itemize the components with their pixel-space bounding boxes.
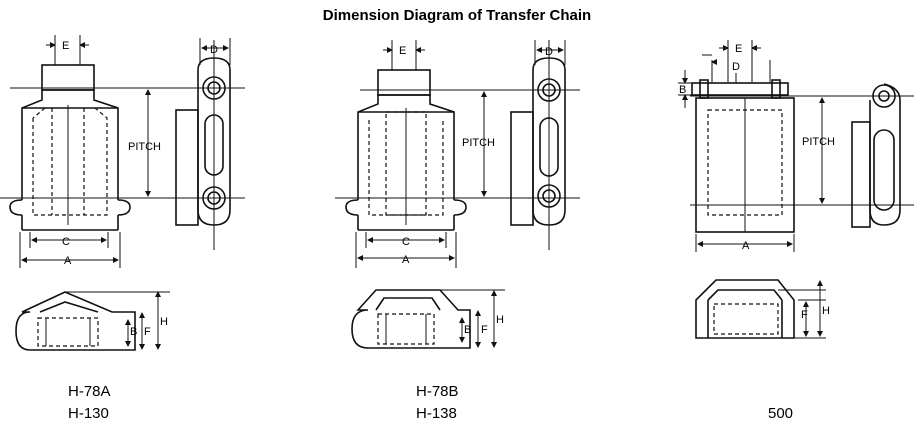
link-section-view: B F H — [15, 291, 170, 351]
dimension-d: D — [199, 38, 231, 65]
pitch-reference-lines — [0, 40, 245, 250]
link-front-view — [345, 69, 467, 231]
dimension-c: C — [29, 232, 109, 248]
svg-text:E: E — [735, 43, 742, 55]
dimension-c: C — [365, 232, 447, 248]
pitch-label: PITCH — [462, 137, 495, 149]
link-section-view: F H — [695, 279, 830, 339]
svg-text:A: A — [64, 255, 72, 267]
svg-text:H: H — [822, 305, 830, 317]
svg-text:H: H — [160, 316, 168, 328]
chain-group-500: E D B PITCH A — [678, 40, 914, 422]
caption-h78b: H-78B — [416, 383, 459, 400]
svg-text:A: A — [402, 254, 410, 266]
svg-text:D: D — [545, 46, 553, 58]
link-side-view — [510, 57, 566, 226]
dimension-d: D — [732, 61, 740, 83]
dimension-e: E — [719, 40, 761, 82]
svg-text:B: B — [464, 324, 471, 336]
link-section-view: B F H — [351, 289, 505, 349]
svg-text:B: B — [679, 84, 686, 96]
diagram-title: Dimension Diagram of Transfer Chain — [323, 7, 591, 24]
pitch-label: PITCH — [128, 141, 161, 153]
svg-text:A: A — [742, 240, 750, 252]
link-side-view — [851, 83, 901, 228]
dimension-a: A — [19, 232, 121, 268]
dimension-a: A — [355, 232, 457, 268]
svg-text:F: F — [144, 326, 151, 338]
dimension-e: E — [383, 40, 425, 70]
svg-text:D: D — [732, 61, 740, 73]
link-front-view — [9, 64, 131, 231]
chain-group-h78a: E D PITCH C A — [0, 35, 245, 422]
link-front-view — [691, 54, 795, 233]
caption-h78a: H-78A — [68, 383, 111, 400]
svg-text:C: C — [62, 236, 70, 248]
svg-text:F: F — [801, 309, 808, 321]
svg-text:B: B — [130, 326, 137, 338]
svg-text:F: F — [481, 324, 488, 336]
dimension-d: D — [534, 40, 566, 65]
chain-group-h78b: E D PITCH C A — [335, 40, 580, 422]
dimension-b: B — [678, 70, 692, 108]
svg-text:E: E — [62, 40, 69, 52]
svg-text:H: H — [496, 314, 504, 326]
svg-text:C: C — [402, 236, 410, 248]
dimension-e: E — [46, 35, 89, 65]
caption-h138: H-138 — [416, 405, 457, 422]
link-side-view — [175, 57, 231, 226]
pitch-reference-lines — [690, 95, 914, 206]
svg-text:E: E — [399, 45, 406, 57]
pitch-reference-lines — [335, 40, 580, 250]
pitch-label: PITCH — [802, 136, 835, 148]
caption-h130: H-130 — [68, 405, 109, 422]
svg-text:D: D — [210, 44, 218, 56]
caption-500: 500 — [768, 405, 793, 422]
dimension-a: A — [695, 234, 795, 252]
